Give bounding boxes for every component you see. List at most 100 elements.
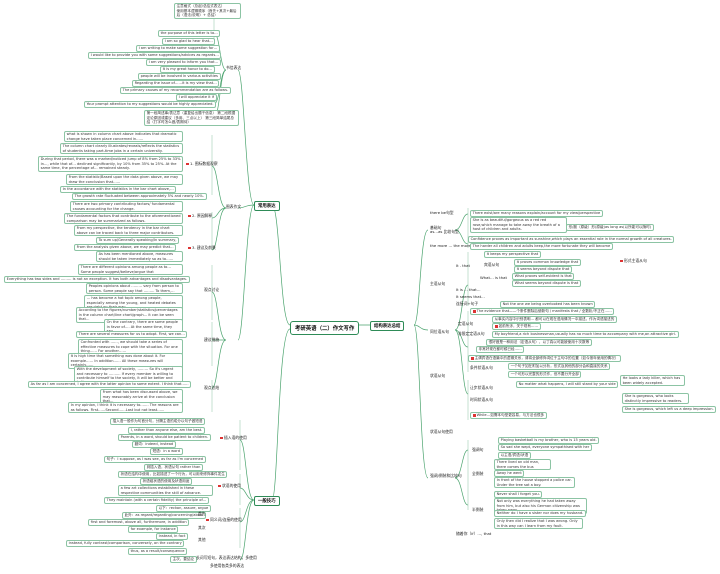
it-item: It proves common knowledge that xyxy=(514,259,581,267)
letter-item: people will be involved in various activ… xyxy=(138,73,221,81)
letter-item: Your prompt attention to my suggestions … xyxy=(84,101,217,109)
skill-foot: 长词写短句，表达表达结构，多使用 xyxy=(196,555,257,560)
adverbial-label-2: 状语从句使用 xyxy=(430,429,453,434)
ending-item: In my opinion, I think it is necessary t… xyxy=(68,402,184,414)
chart-obs-item: From the statistic/Based upon the data g… xyxy=(66,174,184,186)
conj-item: instead, fully contrast/comparison, conv… xyxy=(66,540,185,548)
pros-label[interactable]: 观点讨论 xyxy=(204,287,220,292)
chart-cause-item: There are two primary contributing facto… xyxy=(70,201,184,213)
chart-sub2-label[interactable]: 2. 原因解释 xyxy=(188,213,212,218)
chart-sub1-label[interactable]: 1. 图标数据观察 xyxy=(186,161,218,166)
flag-icon xyxy=(188,246,191,250)
skill-foot: 多使用各类多的表达 xyxy=(210,563,245,568)
time-label: 时间状语从句 xyxy=(470,397,493,402)
conj-item: 以下：reckon, assure, argue xyxy=(156,505,211,513)
appositive-clause-label[interactable]: 同位语从句 xyxy=(430,329,449,334)
inv-label: 全倒装 xyxy=(472,471,484,476)
insert-note: 到插入语，状语从句 rather than xyxy=(144,464,204,472)
chart-sub3-label[interactable]: 3. 建议及前景 xyxy=(188,245,216,250)
branch-structure-summary[interactable]: 结构表达总结 xyxy=(370,321,405,331)
bulge-item: She is gorgeous, who looks distinctly im… xyxy=(622,393,690,405)
it-item: It keeps my perspective that xyxy=(484,251,541,259)
conj-label-text: 同义词/连接的使用 xyxy=(210,517,242,522)
chart-obs-item: In the accordance with the statistics in… xyxy=(60,186,177,194)
there-label: there be句型 xyxy=(430,210,454,215)
themore-item: The harder all children and adults keep,… xyxy=(470,243,613,251)
what-item: What proves self-evident is that xyxy=(512,273,575,281)
insert-item: 句子：I suppose, as I was see, as far as I'… xyxy=(104,456,206,464)
pros-item: There are several measures for us to ado… xyxy=(76,331,188,339)
basic-label[interactable]: 基础句 xyxy=(430,225,442,230)
letter-note: 第一段简述事/表达意（重复给出题干信息） 第二段根据定论原因或建议（多用、三点以… xyxy=(144,110,240,126)
concession-item: He looks a lady killer, which has been w… xyxy=(620,375,686,387)
chart-label[interactable]: 图表作文 xyxy=(226,204,242,209)
conj-item: 此外：as regard/regarding/concerning/about xyxy=(122,512,207,520)
ending-item: From what has been discussed above, we m… xyxy=(100,389,184,405)
flag-icon xyxy=(186,162,189,166)
pros-item: There are different opinions among peopl… xyxy=(78,264,184,276)
it-label: It . that xyxy=(456,263,470,268)
chart-cause-item: From my perspective, the tendency in the… xyxy=(74,225,184,237)
flag-icon xyxy=(472,414,476,417)
attr-label: 定语从句 xyxy=(458,321,474,326)
attr-usage-item: They maintain (with a certain fidelity) … xyxy=(104,497,209,505)
conj-item: for example, for instance xyxy=(128,526,179,534)
appositive-label: 连接词+句子 xyxy=(456,301,479,306)
emph-branch-label[interactable]: 强调/倒装和比较句 xyxy=(430,473,462,478)
insert-label[interactable]: 插入语的使用 xyxy=(220,435,247,440)
conj-item: thus, as a result/consequence xyxy=(128,548,188,556)
as-label: as…as 比较句型 xyxy=(430,229,459,234)
letter-item: The primary causes of my recommendation … xyxy=(120,87,231,95)
pros-item: Everything has two sides and ……… is not … xyxy=(4,276,190,284)
adverbial-label[interactable]: 状语从句 xyxy=(430,373,446,378)
branch-general-skills[interactable]: 一般技巧 xyxy=(254,496,280,506)
top-note-line: 后（语法/说明）+ 总结） xyxy=(176,12,218,17)
partial-item: Neither do I have a sister nor does my h… xyxy=(494,510,586,518)
conj-tag: 其次 xyxy=(198,525,206,530)
flag-icon xyxy=(472,310,476,313)
concession-item: No matter what happens, I will still sta… xyxy=(516,381,619,389)
chart-obs-item: what is shown in column chart above indi… xyxy=(64,131,184,143)
inv-item: In front of the house stopped a police c… xyxy=(494,477,576,489)
chart-cause-item: To sum up/Generally speaking/In summary, xyxy=(96,237,180,245)
ending-label[interactable]: 观点总结 xyxy=(204,385,220,390)
chart-sub1-text: 1. 图标数据观察 xyxy=(190,161,218,166)
root-topic[interactable]: 考研英语（二）作文写作 xyxy=(290,321,360,335)
letter-item: I will appreciate it if xyxy=(176,94,217,102)
attr-usage-label[interactable]: 状语的使用 xyxy=(218,483,241,488)
cond-item: 一个句子如在附加以分析，形式及其他的部分会和直接的关系 xyxy=(508,363,611,371)
flag-icon xyxy=(620,259,623,263)
subj-label[interactable]: 主语从句 xyxy=(430,281,446,286)
letter-label[interactable]: 书信表达 xyxy=(226,65,242,70)
attr-usage-item: 状语在结构中使用，比如描述了一个行为，可以用来修饰事件发生 xyxy=(118,471,228,479)
conj-label[interactable]: 同义词/连接的使用 xyxy=(206,517,242,522)
letter-item: I am writing to make some suggestion for… xyxy=(136,45,220,53)
conj-tag: 首先 xyxy=(198,511,206,516)
confidence-item: Confidence proves as important as sunshi… xyxy=(468,236,675,244)
chart-sub3-text: 3. 建议及前景 xyxy=(192,245,216,250)
insert-item: 短语：in a word xyxy=(150,448,183,456)
measures-label[interactable]: 建议措施 xyxy=(204,337,220,342)
flag-icon xyxy=(494,325,498,328)
as-item: She is as beautiful/gorgeous as a red re… xyxy=(470,217,568,233)
isthat-label: It is … that… xyxy=(456,287,481,292)
insert-label-text: 插入语的使用 xyxy=(224,435,247,440)
partial-item: Never shall I forget you. xyxy=(494,491,543,499)
top-note-line: 注意格式（总起/总结式表达） xyxy=(176,4,225,9)
comp-item: 非常好现在都时候已经…… xyxy=(476,346,525,354)
partial-item: Only then did I realize that I was wrong… xyxy=(494,518,584,530)
branch-common-expressions[interactable]: 常用表达 xyxy=(254,201,280,211)
chart-advice-item: As has been mentioned above, measures sh… xyxy=(96,251,184,263)
flag-icon xyxy=(206,518,209,522)
what-item: What seems beyond dispute is that xyxy=(512,280,581,288)
it-item: It seems beyond dispute that xyxy=(514,266,572,274)
emph-note: 以主语/宾语/状语 xyxy=(498,452,531,460)
what-label: What… is that xyxy=(480,275,507,280)
bulge-item: She is gorgeous, which left us a deep im… xyxy=(622,406,717,414)
letter-item: It is my great honor to do… xyxy=(160,66,215,74)
pros-item: Peoples opinions about ……… vary from per… xyxy=(86,283,184,295)
flag-icon xyxy=(218,484,221,488)
chart-cause-item: The fundamental factors that contribute … xyxy=(64,213,184,225)
insert-item: I, rather than anyone else, am the best. xyxy=(128,427,205,435)
